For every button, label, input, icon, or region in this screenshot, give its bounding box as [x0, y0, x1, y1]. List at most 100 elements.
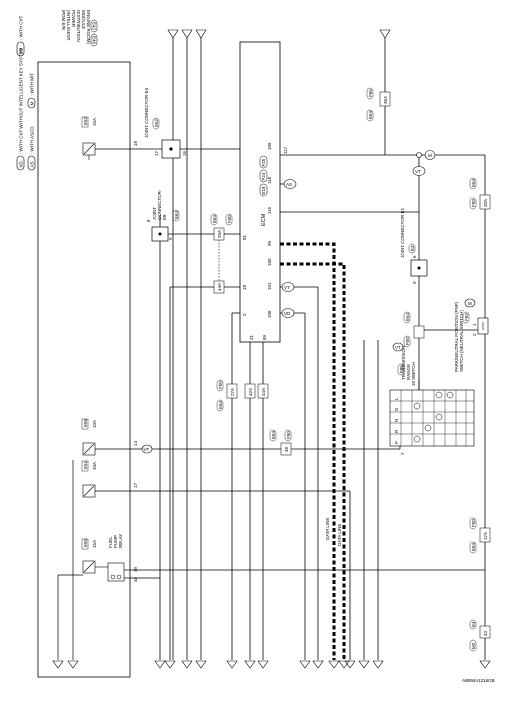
svg-text:VD: VD — [284, 311, 291, 316]
trans-range-label: TRANSMISSION RANGE SWITCH — [401, 346, 416, 380]
svg-text:7: 7 — [400, 452, 405, 455]
legend-cvt: VD : WITH CVT WITHOUT INTELLIGENT KEY SY… — [16, 47, 25, 171]
joint-connector-e1: 6 3 JOINT CONNECTOR-E1 E3 — [400, 207, 428, 284]
svg-text:6: 6 — [412, 255, 417, 258]
harness-43: 43 M2 E4 — [469, 619, 491, 652]
svg-text:21: 21 — [249, 334, 254, 340]
svg-text:2: 2 — [472, 333, 477, 336]
wires — [130, 38, 486, 660]
svg-text:E64: E64 — [174, 210, 179, 219]
data-lines — [280, 242, 346, 660]
ipdm-ground-arrows — [52, 660, 79, 669]
svg-text:VT: VT — [284, 285, 290, 290]
option-m-117: M — [424, 150, 436, 160]
legend-vd-text: : WITH CVT WITHOUT INTELLIGENT KEY SYSTE… — [19, 47, 24, 154]
svg-text:E64: E64 — [212, 214, 217, 223]
legend-cvt2: VT : WITH CVT — [16, 16, 25, 57]
svg-text:PARK/NEUTRAL POSITION (PNP): PARK/NEUTRAL POSITION (PNP) — [454, 301, 459, 372]
svg-text:2: 2 — [242, 313, 247, 316]
ipdm-internal-wires — [57, 460, 83, 660]
svg-text:ENGINE ROOM): ENGINE ROOM) — [86, 10, 91, 45]
legend-asc-text: : WITH ASCD — [30, 126, 35, 154]
svg-text:81: 81 — [242, 234, 247, 240]
svg-text:F86: F86 — [399, 365, 404, 373]
svg-text:JOINT: JOINT — [152, 207, 157, 220]
svg-text:F50: F50 — [286, 431, 291, 439]
svg-text:CONNECTOR-: CONNECTOR- — [157, 189, 162, 220]
pnp-switch: 1 2 PARK/NEUTRAL POSITION (PNP) SWITCH (… — [454, 298, 489, 372]
fuse-10a-46: 10A E56 14 — [81, 418, 145, 456]
svg-text:99: 99 — [267, 240, 272, 246]
svg-text:18: 18 — [133, 140, 138, 146]
legend-asc-code: AS — [30, 161, 35, 167]
svg-text:106: 106 — [267, 310, 272, 318]
svg-text:29A: 29A — [217, 230, 222, 238]
svg-text:F50: F50 — [471, 519, 476, 527]
legend-vd-code: VD — [19, 160, 24, 167]
svg-text:M: M — [428, 153, 432, 158]
legend-mt-code: M — [30, 102, 35, 106]
svg-text:DISTRIBUTION: DISTRIBUTION — [76, 10, 81, 42]
svg-text:SWITCH: SWITCH — [411, 362, 416, 380]
fuse-15a-52: 15A E52 18 — [81, 116, 138, 160]
svg-text:E3: E3 — [410, 245, 415, 251]
svg-text:IPDM E/R: IPDM E/R — [61, 10, 66, 31]
svg-text:VT: VT — [144, 447, 150, 452]
svg-text:44A: 44A — [217, 283, 222, 291]
transmission-range-switch: P R N D L 10 7 TRANSMISSION RANGE SWITCH… — [389, 342, 475, 455]
fuse-15a-50: 15A E50 FUEL PUMP RELAY 45 19 — [81, 534, 138, 582]
svg-text:17A: 17A — [483, 532, 488, 540]
svg-text:16: 16 — [182, 150, 187, 156]
svg-text:10: 10 — [411, 380, 416, 386]
svg-text:(INTELLIGENT: (INTELLIGENT — [66, 10, 71, 41]
data-line-label-2: DATA LINE — [337, 524, 342, 546]
legend-vt-code: VT — [19, 47, 24, 53]
data-line-label-1: DATA LINE — [325, 518, 330, 540]
joint-connector-e4: 17 16 JOINT CONNECTOR-E4 E62 — [144, 87, 187, 159]
legend-vt-text: : WITH CVT — [19, 16, 24, 40]
svg-text:100: 100 — [267, 258, 272, 266]
svg-text:E64: E64 — [271, 430, 276, 439]
splice-117 — [416, 152, 422, 158]
fuel-pump-relay-label: FUEL PUMP RELAY — [108, 534, 123, 548]
svg-text:17: 17 — [133, 482, 138, 488]
svg-text:3: 3 — [412, 281, 417, 284]
svg-text:DATA LINE: DATA LINE — [337, 524, 342, 546]
harness-trans-top: F50 E54 — [403, 311, 425, 348]
top-arrows — [167, 29, 391, 39]
svg-text:E62: E62 — [154, 118, 159, 127]
svg-text:E56: E56 — [83, 418, 88, 427]
wire-code-29a: 29A — [213, 227, 225, 241]
svg-text:36A: 36A — [383, 96, 388, 104]
svg-text:F24: F24 — [261, 172, 266, 180]
svg-text:FUEL: FUEL — [108, 536, 113, 548]
svg-text:RELAY: RELAY — [118, 534, 123, 548]
svg-text:SWITCH (NEUTRAL SWITCH): SWITCH (NEUTRAL SWITCH) — [459, 310, 464, 372]
svg-text:F65: F65 — [368, 89, 373, 97]
svg-text:19: 19 — [133, 566, 138, 572]
svg-text:D: D — [394, 407, 399, 411]
svg-text:115: 115 — [267, 206, 272, 214]
svg-text:10A: 10A — [92, 462, 97, 470]
harness-e64-f50-top: E64 F50 — [210, 213, 233, 226]
svg-text:E64: E64 — [471, 542, 476, 551]
svg-text:F50: F50 — [471, 199, 476, 207]
option-vd-106: VD — [281, 308, 295, 318]
svg-text:N: N — [394, 419, 399, 422]
svg-text:89: 89 — [262, 334, 267, 340]
svg-text:17: 17 — [154, 150, 159, 156]
svg-text:RANGE: RANGE — [406, 364, 411, 380]
svg-text:ECM: ECM — [261, 213, 267, 226]
ecm-label: ECM — [261, 213, 267, 226]
svg-text:TRANSMISSION: TRANSMISSION — [401, 346, 406, 380]
svg-text:117: 117 — [283, 146, 288, 154]
svg-text:E64: E64 — [218, 400, 223, 409]
svg-text:F50: F50 — [405, 337, 410, 345]
svg-text:E50: E50 — [83, 538, 88, 547]
svg-text:F50: F50 — [218, 381, 223, 389]
svg-text:44A: 44A — [261, 388, 266, 396]
svg-text:E4: E4 — [471, 621, 476, 627]
svg-text:15A: 15A — [92, 118, 97, 126]
svg-text:E54: E54 — [405, 312, 410, 321]
